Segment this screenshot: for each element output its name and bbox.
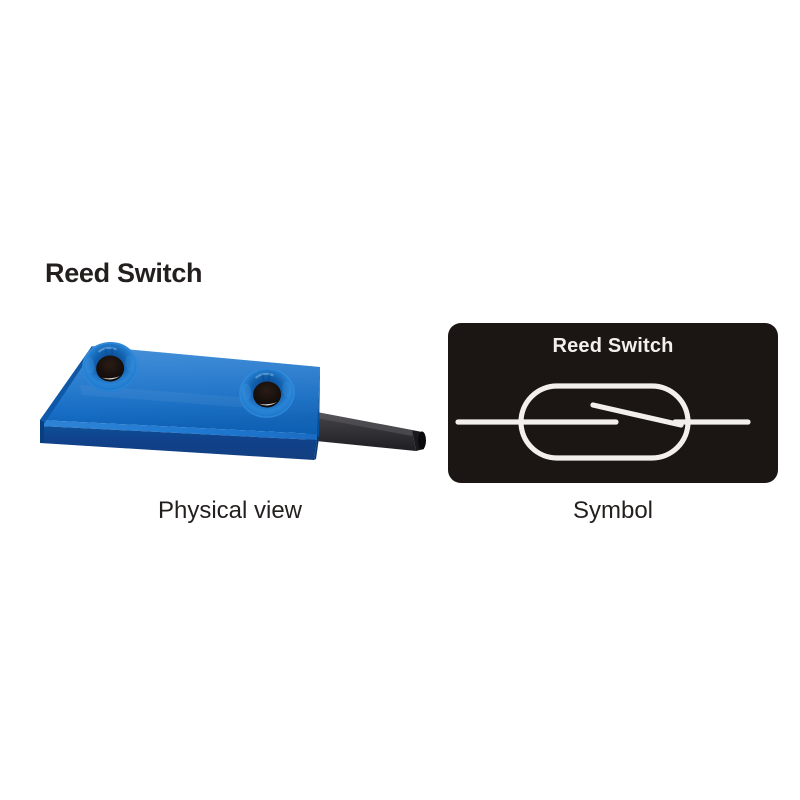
mounting-hole [239,367,295,419]
movable-reed-blade [590,402,684,428]
caption-symbol: Symbol [572,497,654,524]
page-title: Reed Switch [45,258,203,288]
physical-view-figure [20,310,440,480]
reed-switch-schematic-symbol [455,383,751,461]
mounting-hole [82,341,138,393]
symbol-figure: Reed Switch [448,323,778,483]
reed-switch-photo [40,341,426,460]
symbol-panel: Reed Switch [448,323,778,483]
symbol-panel-title: Reed Switch [552,335,674,357]
sensor-cable [306,410,426,451]
caption-physical-view: Physical view [157,497,303,524]
